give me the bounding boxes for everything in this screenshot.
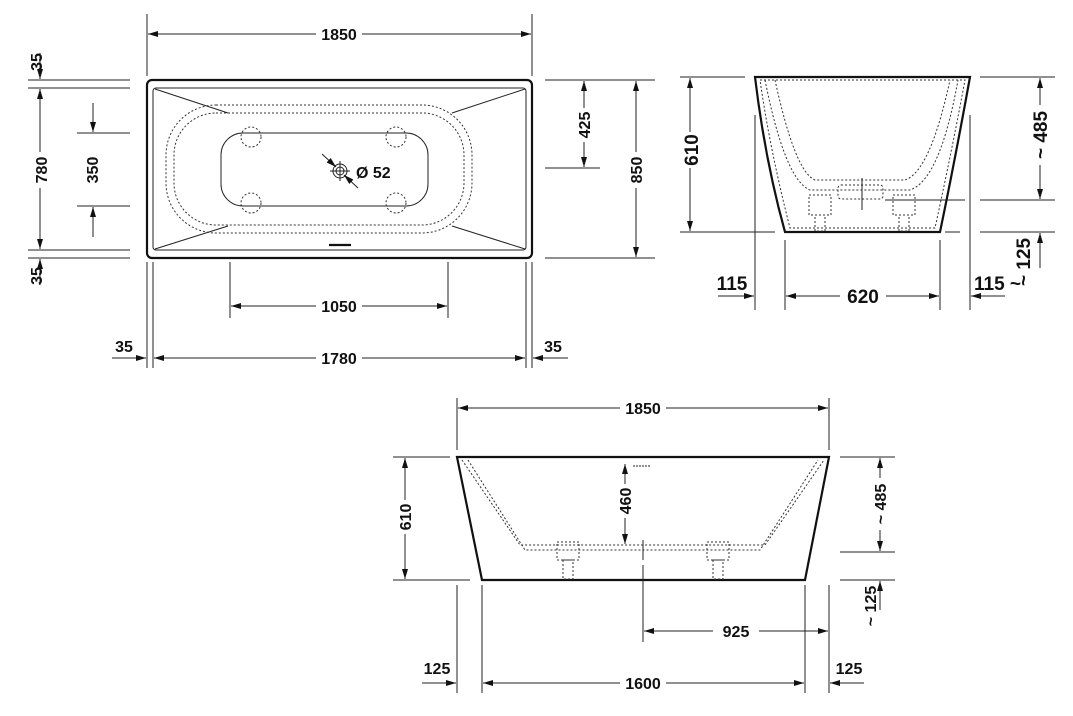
front-overhang-left-125: 125 bbox=[424, 661, 451, 678]
side-overhang-left-115: 115 bbox=[717, 274, 748, 295]
rim-bottom-35: 35 bbox=[29, 267, 46, 285]
tub-inner-rim bbox=[152, 87, 527, 251]
drain-icon bbox=[321, 153, 359, 189]
overflow-depth-460: 460 bbox=[618, 488, 635, 515]
front-base-height-125: ~ 125 bbox=[863, 586, 880, 627]
drain-diameter-label: Ø 52 bbox=[356, 165, 391, 182]
outline-dotted-inner bbox=[173, 112, 465, 226]
base-length-1600: 1600 bbox=[625, 676, 661, 693]
feet-markers bbox=[240, 126, 407, 214]
inner-length-1780: 1780 bbox=[321, 351, 357, 368]
side-water-depth-485: ~ 485 bbox=[1031, 111, 1052, 160]
basin-floor bbox=[220, 132, 429, 207]
drain-offset-425: 425 bbox=[577, 112, 594, 139]
side-overhang-right-115: 115 ~ bbox=[974, 274, 1021, 295]
front-length-1850: 1850 bbox=[625, 401, 661, 418]
side-base-width-620: 620 bbox=[847, 287, 879, 308]
outline-dotted-outer bbox=[165, 104, 473, 234]
rim-top-35: 35 bbox=[29, 53, 46, 71]
rim-left-35: 35 bbox=[115, 339, 133, 356]
tub-side-profile bbox=[753, 75, 972, 234]
basin-width-350: 350 bbox=[85, 157, 102, 184]
front-water-depth-485: ~ 485 bbox=[873, 484, 890, 525]
side-view: 610 ~ 485 ~ 125 620 115 115 ~ bbox=[680, 75, 1055, 310]
tub-outer-rim bbox=[145, 78, 534, 260]
drain-position-925: 925 bbox=[723, 624, 750, 641]
top-view: Ø 52 1850 35 35 780 350 425 850 10 bbox=[28, 14, 655, 368]
front-view: 1850 610 460 ~ 485 ~ 125 925 1600 125 12… bbox=[393, 398, 895, 693]
front-height-610: 610 bbox=[398, 504, 415, 531]
rim-right-35: 35 bbox=[544, 339, 562, 356]
side-height-610: 610 bbox=[682, 134, 703, 166]
overall-width-850: 850 bbox=[629, 157, 646, 184]
inner-width-780: 780 bbox=[34, 157, 51, 184]
corner-lines bbox=[154, 88, 526, 250]
front-overhang-right-125: 125 bbox=[836, 661, 863, 678]
tub-front-profile bbox=[455, 455, 831, 582]
top-length-1850: 1850 bbox=[321, 27, 357, 44]
basin-length-1050: 1050 bbox=[321, 299, 357, 316]
side-base-height-125: ~ 125 bbox=[1014, 238, 1035, 287]
